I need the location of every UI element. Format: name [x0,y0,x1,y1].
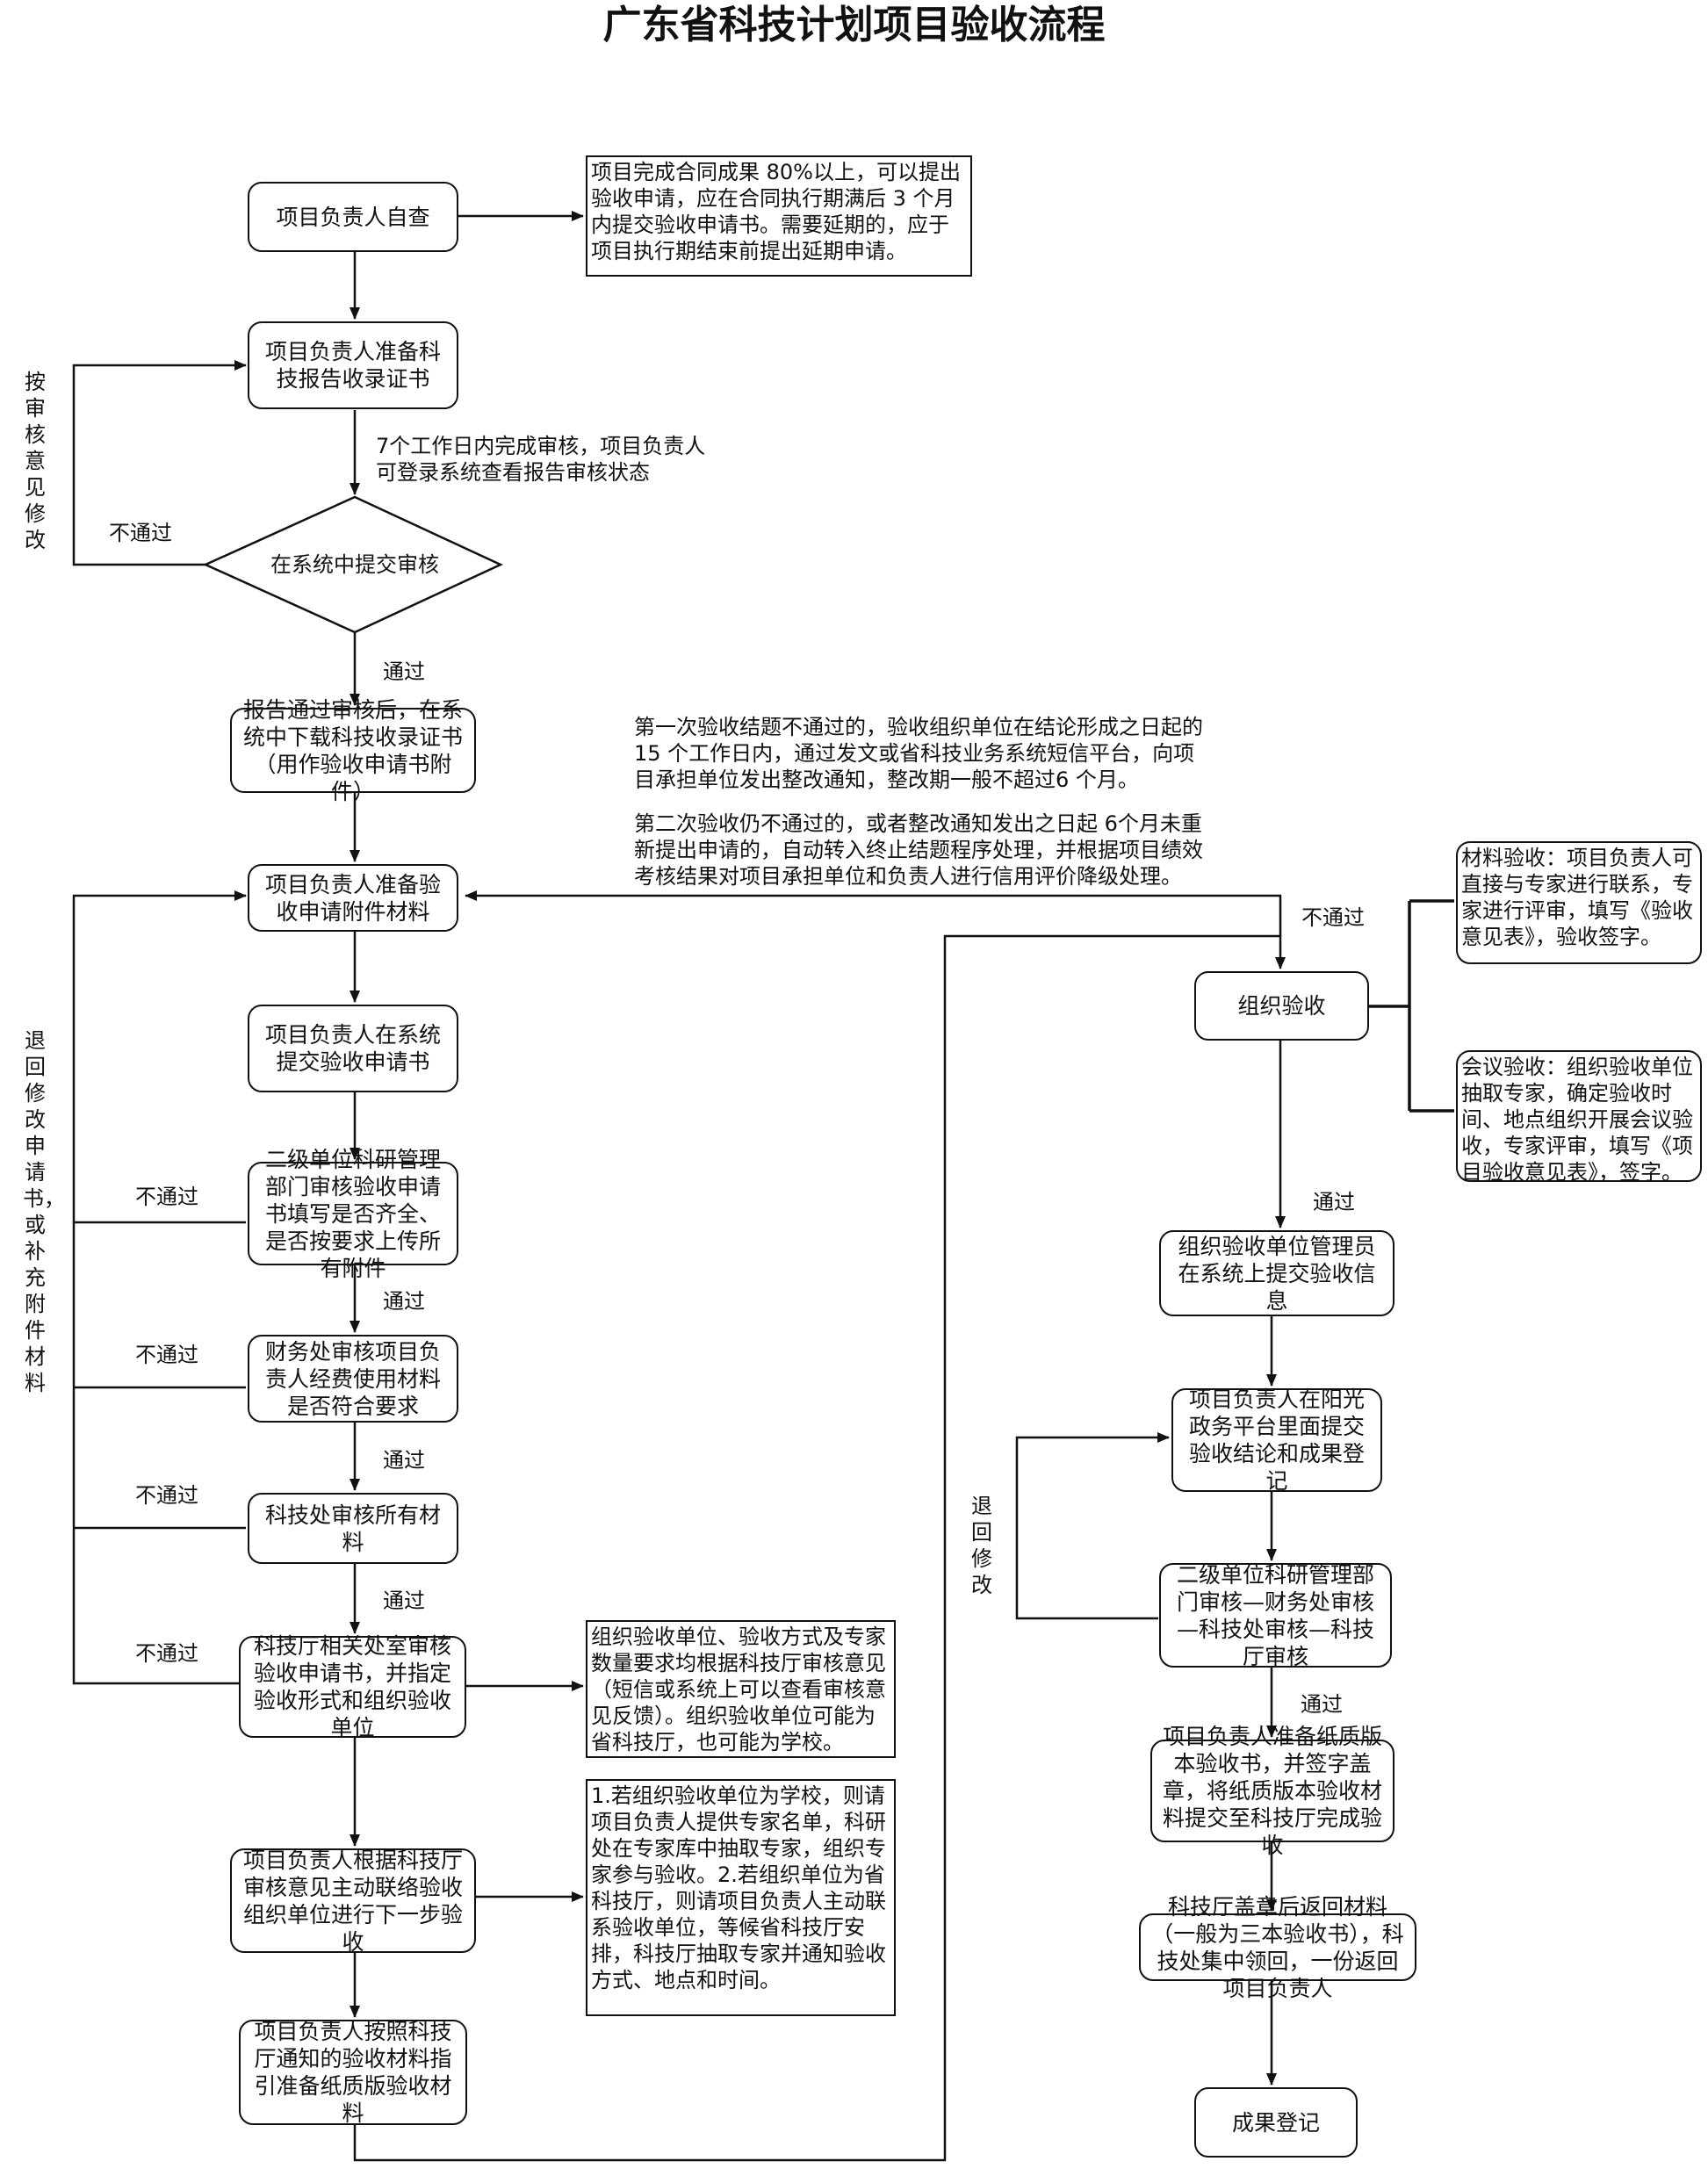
label-pass-finance: 通过 [383,1448,425,1473]
node-contact-org: 项目负责人根据科技厅审核意见主动联络验收组织单位进行下一步验收 [230,1848,476,1955]
label-fail-revise: 不通过 [109,521,172,545]
node-secondary-review: 二级单位科研管理部门审核验收申请书填写是否齐全、是否按要求上传所有附件 [248,1147,458,1281]
node-organize: 组织验收 [1194,971,1369,1041]
node-download-cert: 报告通过审核后，在系统中下载科技收录证书（用作验收申请书附件） [230,697,476,804]
label-revise-by-review: 按审核意见修改 [25,370,46,552]
node-registration: 成果登记 [1194,2087,1358,2158]
note-meeting-acceptance: 会议验收：组织验收单位抽取专家，确定验收时间、地点组织开展会议验收，专家评审，填… [1456,1050,1702,1185]
label-pass-submit: 通过 [383,659,425,684]
arrow-return-revise-loop [1015,1432,1170,1620]
arrow-paper-to-organize [353,934,1286,2162]
node-prepare-cert: 项目负责人准备科技报告收录证书 [248,321,458,409]
label-fail-dept: 不通过 [135,1641,198,1666]
node-admin-submit: 组织验收单位管理员在系统上提交验收信息 [1159,1230,1395,1316]
label-fail-scioffice: 不通过 [135,1483,198,1508]
note-review-time: 7个工作日内完成审核，项目负责人可登录系统查看报告审核状态 [376,434,706,485]
label-fail-secondary: 不通过 [135,1185,198,1209]
note-failure-2: 第二次验收仍不通过的，或者整改通知发出之日起 6个月未重新提出申请的，自动转入终… [634,811,1203,889]
arrow-return-loop [72,890,247,1685]
node-finance-review: 财务处审核项目负责人经费使用材料是否符合要求 [248,1335,458,1423]
arrow-fail-revise-loop [72,360,247,566]
node-return-material: 科技厅盖章后返回材料（一般为三本验收书），科技处集中领回，一份返回项目负责人 [1139,1894,1416,2001]
label-return-revise-application: 退回修改申请书，或补充附件材料 [23,1028,65,1395]
node-self-check: 项目负责人自查 [248,182,458,252]
node-prepare-attachments: 项目负责人准备验收申请附件材料 [248,864,458,932]
node-sunshine-submit: 项目负责人在阳光政务平台里面提交验收结论和成果登记 [1171,1387,1382,1494]
label-pass-chain: 通过 [1301,1692,1343,1717]
label-pass-scioffice: 通过 [383,1589,425,1613]
label-fail-organize: 不通过 [1301,905,1365,930]
node-submit-review: 在系统中提交审核 [270,552,439,577]
node-chain-review: 二级单位科研管理部门审核—财务处审核—科技处审核—科技厅审核 [1159,1562,1392,1669]
note-org: 组织验收单位、验收方式及专家数量要求均根据科技厅审核意见（短信或系统上可以查看审… [586,1620,896,1758]
node-sci-office-review: 科技处审核所有材料 [248,1493,458,1564]
node-paper-version: 项目负责人准备纸质版本验收书，并签字盖章，将纸质版本验收材料提交至科技厅完成验收 [1150,1724,1395,1858]
label-pass-organize: 通过 [1313,1190,1355,1214]
arrow-organize-fail-back [465,890,1282,936]
diagram-title: 广东省科技计划项目验收流程 [602,3,1106,47]
label-fail-finance: 不通过 [135,1343,198,1367]
node-prepare-paper: 项目负责人按照科技厅通知的验收材料指引准备纸质版验收材料 [239,2019,467,2126]
note-failure-1: 第一次验收结题不通过的，验收组织单位在结论形成之日起的 15 个工作日内，通过发… [634,715,1203,792]
label-return-revise: 退回修改 [971,1494,992,1597]
label-pass-secondary: 通过 [383,1289,425,1314]
node-dept-review: 科技厅相关处室审核验收申请书，并指定验收形式和组织验收单位 [239,1633,466,1740]
node-submit-application: 项目负责人在系统提交验收申请书 [248,1005,458,1092]
note-school: 1.若组织验收单位为学校，则请项目负责人提供专家名单，科研处在专家库中抽取专家，… [586,1779,896,2016]
note-material-acceptance: 材料验收：项目负责人可直接与专家进行联系，专家进行评审，填写《验收意见表》，验收… [1456,841,1702,964]
note-self-check: 项目完成合同成果 80%以上，可以提出验收申请，应在合同执行期满后 3 个月内提… [586,155,972,277]
